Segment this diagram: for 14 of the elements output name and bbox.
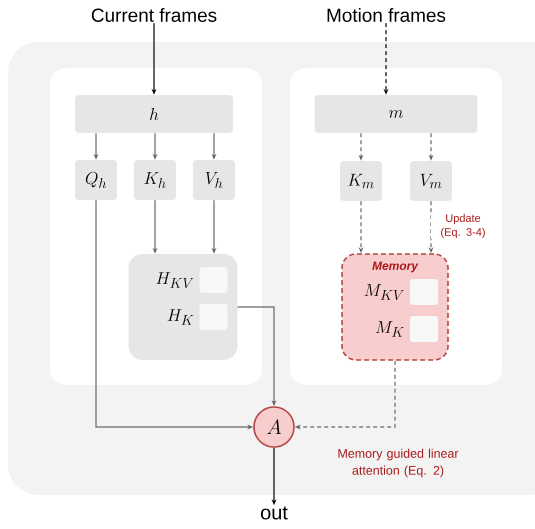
memory-box: Memory $M_{KV}$ $M_K$ — [341, 253, 449, 361]
feature-box: $h$ — [75, 95, 233, 133]
projection-box: $Q_h$ — [75, 160, 117, 200]
input-label: Motion frames — [328, 8, 446, 22]
projection-box: $K_h$ — [134, 160, 176, 200]
edge-label: Update (Eq. 3-4) — [431, 212, 495, 240]
projection-box: $K_m$ — [340, 161, 382, 201]
input-label: Current frames — [92, 8, 216, 22]
projection-box: $V_m$ — [410, 161, 452, 201]
cache-box: $H_{KV}$ $H_K$ — [128, 254, 238, 360]
annotation: Memory guided linear attention (Eq. 2) — [338, 448, 458, 478]
projection-box: $V_h$ — [193, 160, 235, 200]
feature-box: $m$ — [314, 95, 478, 133]
output-label: $\mathrm{out}$ — [261, 506, 288, 520]
